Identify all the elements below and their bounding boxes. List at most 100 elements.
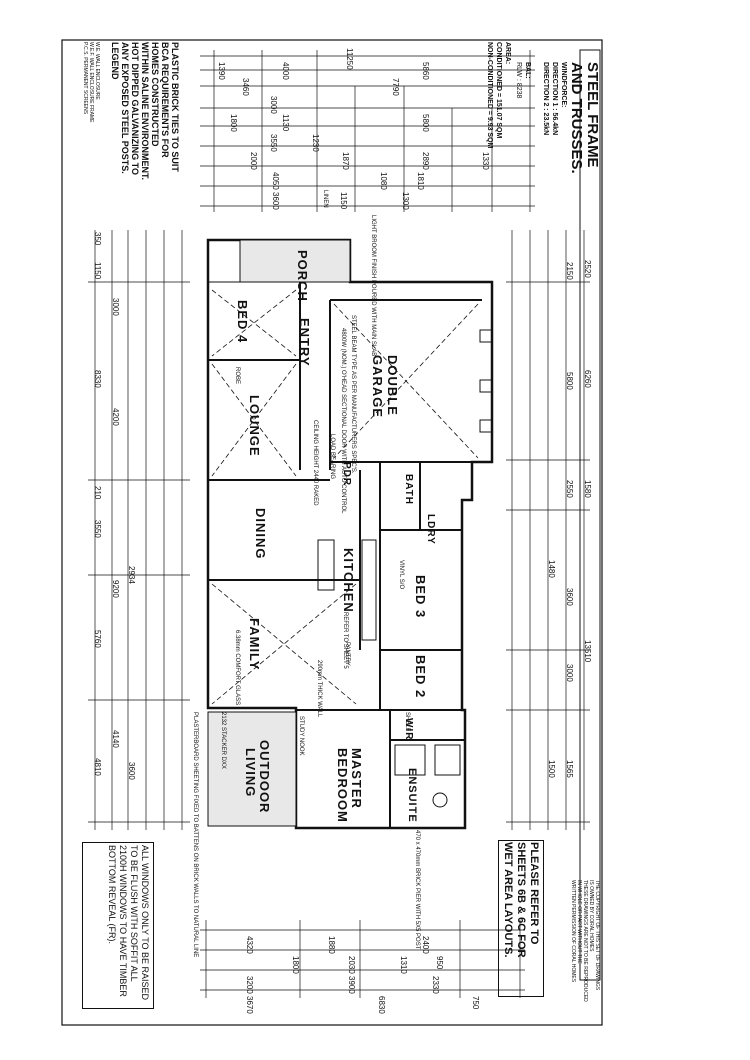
toilet bbox=[432, 792, 448, 808]
dim-left-col1: 210 bbox=[93, 486, 102, 500]
note-broom: LIGHT BROOM FINISH POURED WITH MAIN SLAB bbox=[370, 215, 376, 357]
right-dimension-lines bbox=[506, 230, 590, 830]
left-dimension-lines bbox=[88, 230, 190, 830]
room-dining: DINING bbox=[253, 508, 268, 560]
dim-right-col1: 13510 bbox=[583, 640, 592, 663]
dim-top-total: 11250 bbox=[345, 48, 354, 70]
dim-bottom-total: 6830 bbox=[377, 996, 386, 1014]
dim-top-row6: 1870 bbox=[341, 152, 350, 170]
kitchen-bench bbox=[317, 539, 335, 591]
copyright-line: THE COPYRIGHT OF THIS SET OF DRAWINGS bbox=[594, 880, 600, 991]
legend-item: W.E.F. WALL ENCLOSURE FRAME bbox=[88, 42, 94, 123]
note-stacker: 2132 STACKER DXX bbox=[220, 712, 226, 769]
room-outdoor-1: OUTDOOR bbox=[257, 740, 272, 814]
dim-bottom-row3: 3900 bbox=[347, 976, 356, 994]
dim-right-col1: 2520 bbox=[583, 260, 592, 278]
dim-right-col1: 6260 bbox=[583, 370, 592, 388]
room-garage-1: DOUBLE bbox=[385, 355, 400, 416]
dim-left-col2: 3600 bbox=[127, 762, 136, 780]
room-master-2: BEDROOM bbox=[335, 748, 350, 823]
note-brick-pier: 470 x 470mm BRICK PIER WITH 5X5 POST bbox=[414, 830, 420, 950]
legend-items: W.E. WALL ENCLOSURE W.E.F. WALL ENCLOSUR… bbox=[82, 42, 100, 122]
left-note-line: HOMES CONSTRUCTED bbox=[150, 42, 160, 147]
outdoor-hatch bbox=[207, 711, 297, 827]
copyright-note: THE COPYRIGHT OF THIS SET OF DRAWINGS IS… bbox=[570, 880, 600, 1002]
room-ldry: LDRY bbox=[425, 514, 436, 545]
internal-walls bbox=[208, 282, 492, 828]
note-thick-wall: 290mm THICK WALL bbox=[316, 660, 322, 718]
dim-left-col1: 350 bbox=[93, 232, 102, 246]
room-family: FAMILY bbox=[247, 618, 262, 671]
dim-bottom-row1: 4320 bbox=[245, 936, 254, 954]
legend-item: W.E. WALL ENCLOSURE bbox=[94, 42, 100, 100]
dim-right-col2: 3000 bbox=[565, 664, 574, 682]
please-refer-frame bbox=[498, 840, 544, 997]
room-robe: ROBE bbox=[234, 367, 240, 385]
dim-top-row7: 4050 bbox=[271, 172, 280, 190]
dim-bottom-row1: 1880 bbox=[327, 936, 336, 954]
dim-top-row5: 1230 bbox=[311, 134, 320, 152]
note-plaster: PLASTERBOARD SHEETING FIXED TO BATTENS O… bbox=[192, 712, 198, 958]
porch-hatch bbox=[239, 239, 351, 283]
left-note-block: PLASTIC BRICK TIES TO SUIT BCA REQUIREME… bbox=[110, 42, 180, 180]
room-kitchen: KITCHEN bbox=[341, 548, 356, 613]
dim-right-col3: 1480 bbox=[547, 560, 556, 578]
dim-right-col2: 5800 bbox=[565, 372, 574, 390]
dim-left-col1: 8330 bbox=[93, 370, 102, 388]
dim-left-col1: 1150 bbox=[93, 262, 102, 280]
bal-value: RLW : 8238 bbox=[515, 62, 522, 99]
room-bed3: BED 3 bbox=[413, 575, 428, 619]
dim-bottom-total: 750 bbox=[471, 996, 480, 1010]
copyright-line: WRITTEN PERMISSION OF CORAL HOMES bbox=[570, 880, 576, 983]
dim-top-row8: 3600 bbox=[271, 192, 280, 210]
room-ensuite: ENSUITE bbox=[406, 768, 418, 823]
note-steel-beam: STEEL BEAM TYPE AS PER MANUFACTURERS SPE… bbox=[350, 315, 356, 474]
area-block: AREA: CONDITIONED = 151.07 SQM NON-CONDI… bbox=[485, 42, 512, 148]
wind-block: WINDFORCE: DIRECTION 1 : 56.4kN DIRECTIO… bbox=[541, 62, 568, 135]
shower bbox=[394, 744, 426, 776]
dim-right-col2: 2150 bbox=[565, 262, 574, 280]
dim-right-col2: 1565 bbox=[565, 760, 574, 778]
left-note-line: HOT DIPPED GALVANIZING TO bbox=[130, 42, 140, 176]
dim-right-col2: 2550 bbox=[565, 480, 574, 498]
title-line-2: AND TRUSSES. bbox=[568, 62, 585, 174]
dim-top-row5: 3550 bbox=[269, 134, 278, 152]
dim-top-row4: 1800 bbox=[229, 114, 238, 132]
note-comfort-glass: 6.38mm COMFORT GLASS bbox=[234, 630, 240, 706]
top-dimension-lines bbox=[200, 50, 535, 212]
dim-top-row1: 1390 bbox=[217, 62, 226, 80]
dim-left-col2: 9200 bbox=[111, 580, 120, 598]
dim-bottom-row2: 2030 bbox=[347, 956, 356, 974]
dim-top-row6: 2890 bbox=[421, 152, 430, 170]
dim-left-col1: 3550 bbox=[93, 520, 102, 538]
dim-top-row6: 1330 bbox=[481, 152, 490, 170]
room-bed4: BED 4 bbox=[235, 300, 250, 344]
area-conditioned: CONDITIONED = 151.07 SQM bbox=[495, 42, 502, 139]
room-entry: ENTRY bbox=[297, 318, 312, 367]
dim-top-row4: 1130 bbox=[281, 114, 290, 132]
room-garage-2: GARAGE bbox=[370, 355, 385, 419]
left-note-line: WITHIN SALINE ENVIRONMENT. bbox=[140, 42, 150, 181]
room-linen: LINEN bbox=[322, 190, 328, 208]
dim-top-row4: 5800 bbox=[421, 114, 430, 132]
left-note-line: ANY EXPOSED STEEL POSTS. bbox=[120, 42, 130, 174]
vanity bbox=[434, 744, 461, 776]
note-garage-door: 4800W (NOM.) O'HEAD SECTIONAL DOOR WITH … bbox=[340, 328, 346, 514]
raked-ceiling-lines bbox=[211, 289, 479, 705]
bal-label: BAL: bbox=[524, 62, 531, 79]
title-block: STEEL FRAME AND TRUSSES. bbox=[568, 62, 601, 174]
dim-top-row8: 1150 bbox=[339, 192, 348, 210]
room-master-1: MASTER bbox=[349, 748, 364, 809]
dim-top-row3: 3000 bbox=[269, 96, 278, 114]
note-ceiling: CEILING HEIGHT 2440 RAKED bbox=[312, 420, 318, 506]
dim-top-row1: 5860 bbox=[421, 62, 430, 80]
dim-right-col1: 1580 bbox=[583, 480, 592, 498]
room-shelf: SHELF bbox=[404, 712, 410, 732]
room-bed2: BED 2 bbox=[413, 655, 428, 699]
note-vinyl: VINYL S/O bbox=[398, 560, 404, 590]
title-block-frame bbox=[579, 49, 601, 981]
dim-left-col1: 5760 bbox=[93, 630, 102, 648]
dim-top-row2: 3460 bbox=[241, 78, 250, 96]
area-label: AREA: bbox=[504, 42, 511, 65]
